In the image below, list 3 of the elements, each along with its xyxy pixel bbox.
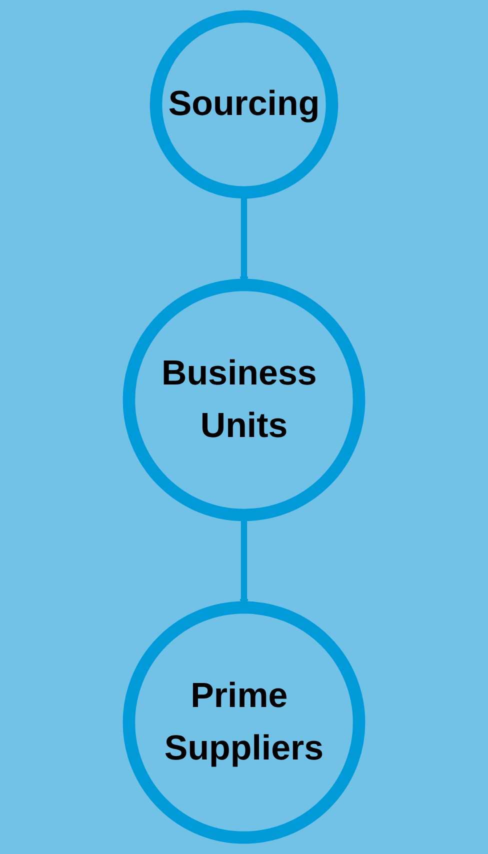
node-circle: Prime Suppliers <box>122 601 366 844</box>
node-circle: Sourcing <box>150 10 338 199</box>
node-circle: Business Units <box>122 278 366 522</box>
